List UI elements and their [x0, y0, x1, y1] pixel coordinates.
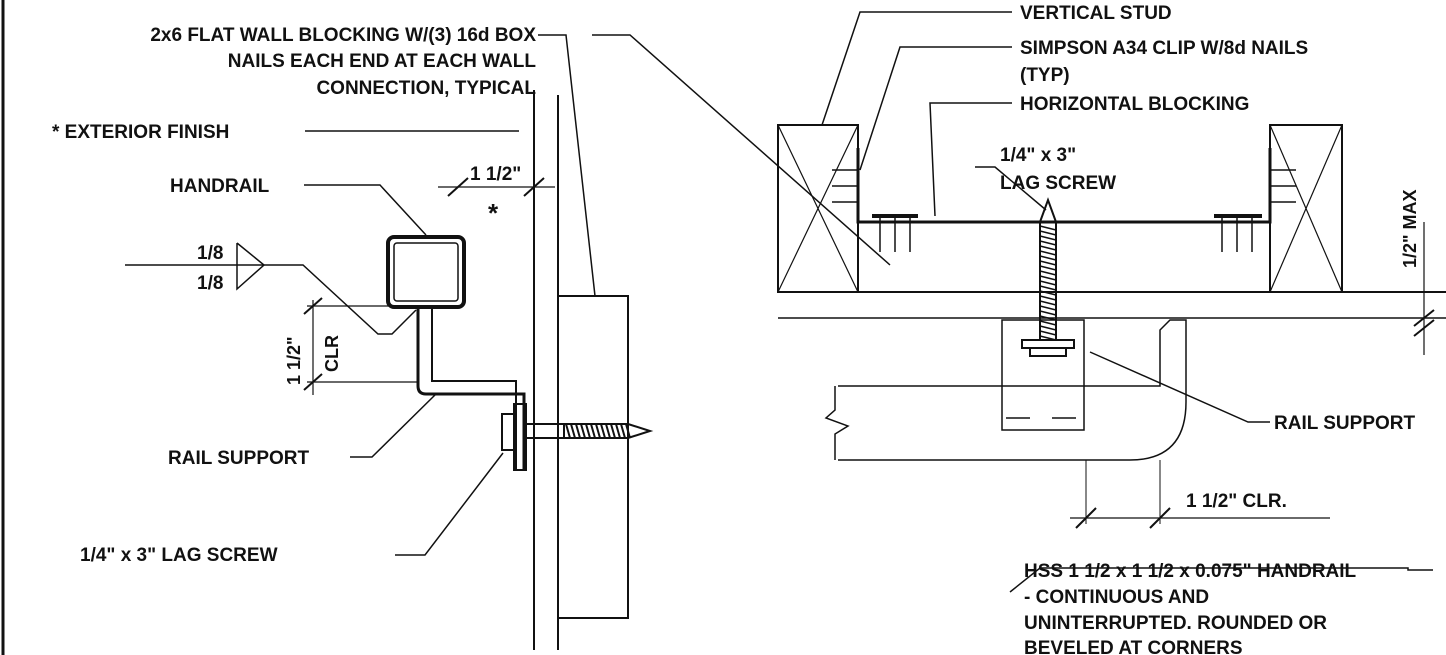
max-dimension-label: 1/2" MAX: [1400, 189, 1420, 268]
a34-clip-label: SIMPSON A34 CLIP W/8d NAILS: [1020, 38, 1308, 59]
blocking-note-line-2: NAILS EACH END AT EACH WALL: [228, 51, 537, 72]
rail-support-bracket: [416, 307, 526, 470]
break-line: [824, 386, 850, 460]
lag-screw-label-right: LAG SCREW: [1000, 173, 1116, 194]
clearance-abbrev-label: CLR: [322, 335, 342, 372]
blocking-note-line-3: CONNECTION, TYPICAL: [316, 78, 536, 99]
handrail-label: HANDRAIL: [170, 176, 270, 197]
finish-asterisk: *: [488, 198, 499, 228]
lag-screw-tip: [1039, 197, 1057, 223]
right-plan-detail: VERTICAL STUD SIMPSON A34 CLIP W/8d NAIL…: [777, 3, 1446, 655]
handrail-note-line-2: - CONTINUOUS AND: [1024, 587, 1209, 608]
lag-screw-shank: [525, 423, 565, 439]
handrail-note-line-1: HSS 1 1/2 x 1 1/2 x 0.075" HANDRAIL: [1024, 561, 1357, 582]
clearance-label-right: 1 1/2" CLR.: [1186, 491, 1287, 512]
vertical-stud-label: VERTICAL STUD: [1020, 3, 1172, 24]
rail-support-label-right: RAIL SUPPORT: [1274, 413, 1416, 434]
lag-screw-label-left: 1/4" x 3" LAG SCREW: [80, 545, 278, 566]
blocking-note-line-1: 2x6 FLAT WALL BLOCKING W/(3) 16d BOX: [150, 25, 536, 46]
weld-size-bottom: 1/8: [197, 273, 223, 294]
weld-symbol-flag: [236, 242, 266, 291]
lag-screw-threads-right: [1039, 225, 1057, 341]
a34-clip-left: [856, 148, 935, 224]
left-section-detail: 2x6 FLAT WALL BLOCKING W/(3) 16d BOX NAI…: [52, 25, 891, 650]
clearance-dimension-label: 1 1/2": [284, 336, 304, 385]
lag-screw-threads: [564, 423, 631, 439]
handrail-tube-outer: [386, 235, 466, 309]
wall-blocking: [557, 295, 629, 619]
weld-size-top: 1/8: [197, 243, 223, 264]
lag-screw-head: [501, 413, 515, 451]
handrail-plan: [838, 319, 1187, 461]
handrail-note-line-4: BEVELED AT CORNERS: [1024, 638, 1243, 655]
a34-clip-right: [1210, 148, 1272, 224]
handrail-note-line-3: UNINTERRUPTED. ROUNDED OR: [1024, 613, 1327, 634]
horizontal-blocking-label: HORIZONTAL BLOCKING: [1020, 94, 1249, 115]
rail-support-block: [1001, 319, 1085, 431]
finish-dimension-label: 1 1/2": [470, 164, 521, 185]
exterior-finish-label: * EXTERIOR FINISH: [52, 122, 229, 143]
a34-clip-typ-label: (TYP): [1020, 65, 1070, 86]
lag-screw-size-label: 1/4" x 3": [1000, 145, 1076, 166]
handrail-tube-inner: [393, 242, 459, 302]
rail-support-label-left: RAIL SUPPORT: [168, 448, 310, 469]
